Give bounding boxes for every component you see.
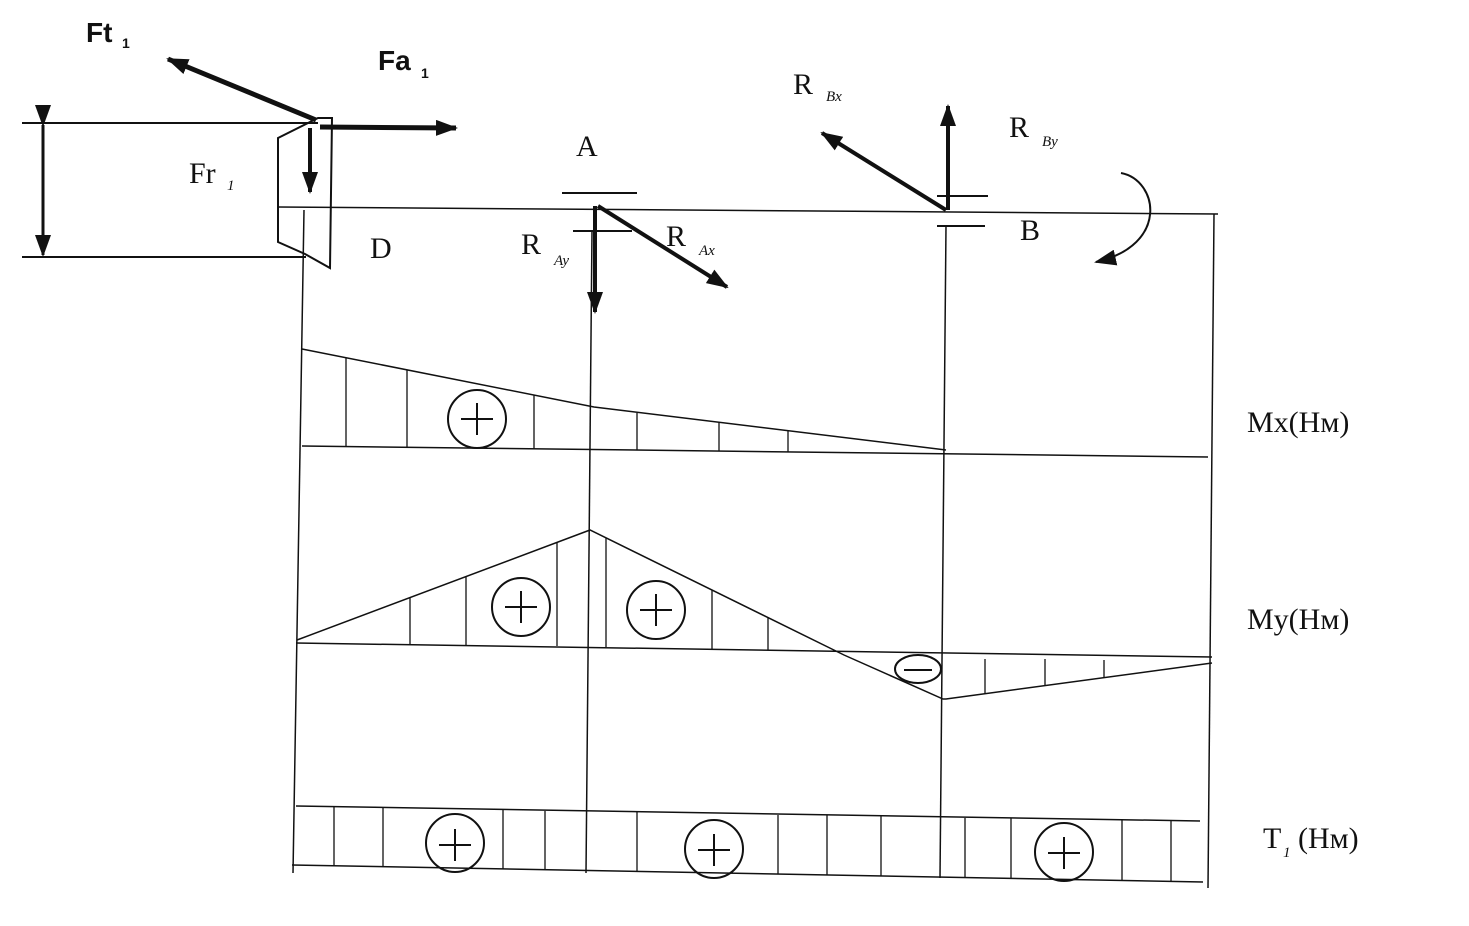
my-hatching bbox=[409, 538, 1105, 694]
my-label: My(Нм) bbox=[1247, 603, 1349, 636]
t1-unit: (Нм) bbox=[1298, 822, 1359, 855]
gear-forces bbox=[166, 56, 458, 194]
my-minus-sign bbox=[894, 654, 942, 684]
point-b-label: B bbox=[1020, 214, 1040, 247]
support-a bbox=[562, 192, 729, 314]
t1-label: T bbox=[1263, 822, 1281, 855]
point-a-label: A bbox=[576, 130, 598, 163]
mx-label: Mx(Нм) bbox=[1247, 406, 1349, 439]
point-d-label: D bbox=[370, 232, 392, 265]
my-curve bbox=[296, 529, 1213, 700]
point-labels: A B D bbox=[370, 130, 1040, 265]
t1-diagram bbox=[291, 805, 1204, 883]
section-lines bbox=[292, 209, 1215, 889]
my-plus-sign-left bbox=[491, 577, 551, 637]
t1-subscript: 1 bbox=[1283, 845, 1291, 861]
rbx-arrow bbox=[820, 131, 948, 212]
torque-arc-arrow bbox=[1094, 172, 1152, 266]
shaft-axis-line bbox=[277, 206, 1219, 215]
ft1-label: Ft bbox=[86, 17, 112, 48]
t1-plus-sign-1 bbox=[425, 813, 485, 873]
rax-subscript: Ax bbox=[698, 243, 715, 259]
mx-plus-sign bbox=[447, 389, 507, 449]
fa1-subscript: 1 bbox=[421, 65, 429, 81]
mx-hatching bbox=[345, 358, 789, 452]
mx-curve bbox=[301, 348, 947, 451]
ray-subscript: Ay bbox=[553, 253, 569, 269]
section-line-b bbox=[939, 225, 947, 879]
force-labels: Ft 1 Fa 1 Fr 1 R Bx R By R Ay R Ax bbox=[86, 17, 1058, 269]
rby-subscript: By bbox=[1042, 134, 1058, 150]
rbx-subscript: Bx bbox=[826, 89, 842, 105]
ft1-arrow bbox=[166, 56, 317, 123]
gear-scheme bbox=[22, 105, 1219, 270]
my-plus-sign-right bbox=[626, 580, 686, 640]
fa1-arrow bbox=[319, 119, 458, 136]
rax-arrow bbox=[596, 204, 729, 289]
fr1-subscript: 1 bbox=[227, 178, 235, 194]
fr1-label: Fr bbox=[189, 157, 216, 190]
rby-label: R bbox=[1009, 111, 1029, 144]
ft1-subscript: 1 bbox=[122, 35, 130, 51]
t1-hatching bbox=[333, 807, 1172, 881]
section-line-a bbox=[585, 230, 593, 874]
section-line-d bbox=[292, 209, 305, 874]
t1-top-line bbox=[295, 805, 1201, 822]
my-diagram bbox=[295, 529, 1213, 700]
mx-baseline bbox=[301, 445, 1209, 458]
support-b bbox=[820, 104, 1152, 266]
section-line-end bbox=[1207, 213, 1215, 889]
rax-label: R bbox=[666, 220, 686, 253]
mx-diagram bbox=[301, 348, 1209, 458]
rbx-label: R bbox=[793, 68, 813, 101]
ray-label: R bbox=[521, 228, 541, 261]
fa1-label: Fa bbox=[378, 45, 411, 76]
my-baseline bbox=[295, 642, 1213, 658]
t1-plus-sign-2 bbox=[684, 819, 744, 879]
bevel-gear-outline bbox=[277, 117, 334, 270]
t1-plus-sign-3 bbox=[1034, 822, 1094, 882]
t1-bottom-line bbox=[291, 864, 1204, 883]
diagram-labels: Mx(Нм) My(Нм) T 1 (Нм) bbox=[1247, 406, 1359, 861]
